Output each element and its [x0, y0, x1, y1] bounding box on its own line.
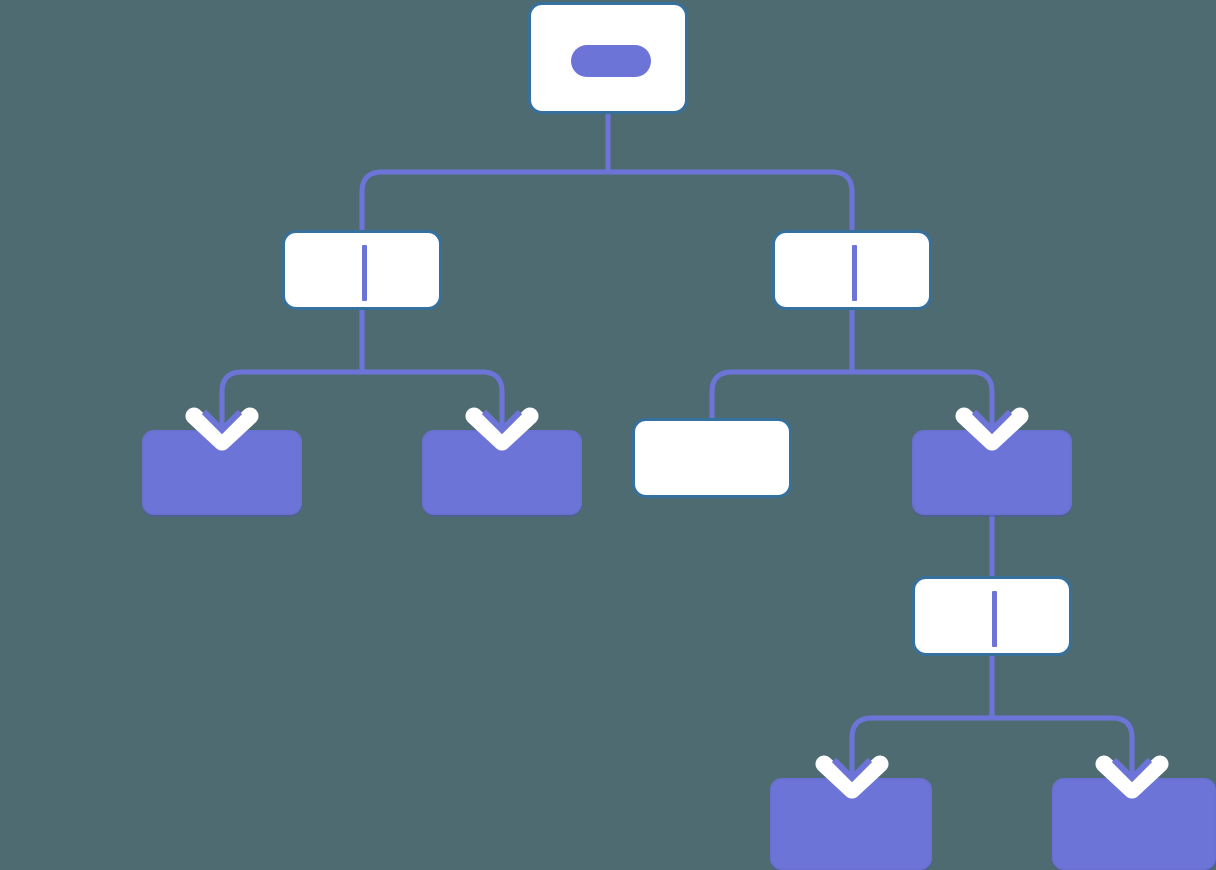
node-l2-left[interactable]: [282, 230, 442, 310]
node-l5-a[interactable]: [770, 778, 932, 870]
node-l3-d[interactable]: [912, 430, 1072, 515]
node-l5-b[interactable]: [1052, 778, 1216, 870]
vertical-bar-icon: [362, 245, 367, 301]
node-l3-c[interactable]: [632, 418, 792, 498]
node-l2-right[interactable]: [772, 230, 932, 310]
node-l3-a[interactable]: [142, 430, 302, 515]
node-root[interactable]: [528, 2, 688, 114]
node-l4[interactable]: [912, 576, 1072, 656]
node-l3-b[interactable]: [422, 430, 582, 515]
vertical-bar-icon: [852, 245, 857, 301]
vertical-bar-icon: [992, 591, 997, 647]
pill-badge-icon: [571, 45, 651, 77]
